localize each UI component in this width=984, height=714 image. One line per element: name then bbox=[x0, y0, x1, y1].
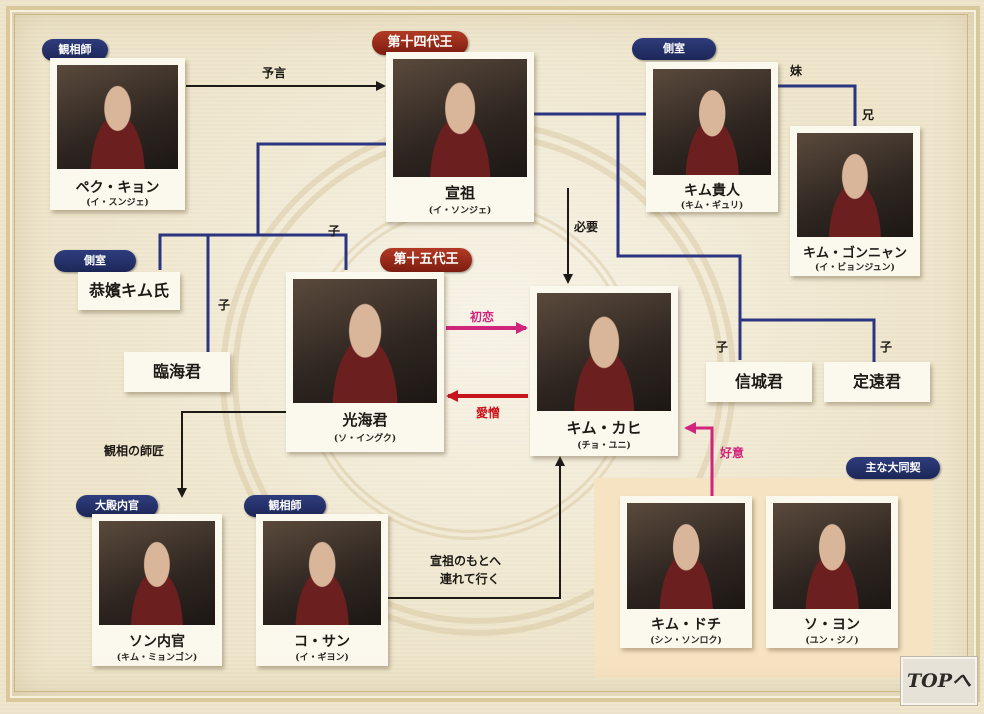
label-ko-kwanghaegun: 子 bbox=[328, 224, 341, 238]
card-kwanghaegun[interactable]: 光海君 (ソ・イングク) bbox=[286, 272, 444, 452]
character-name: コ・サン bbox=[294, 634, 350, 650]
character-name: ソ・ヨン bbox=[804, 617, 860, 633]
photo-kimkahi bbox=[537, 293, 671, 411]
arrow-koi bbox=[684, 422, 714, 498]
line-senso-children-a bbox=[256, 142, 388, 200]
photo-sonnaikan bbox=[99, 521, 215, 625]
card-kosan[interactable]: コ・サン (イ・ギヨン) bbox=[256, 514, 388, 666]
actor-name: (イ・スンジェ) bbox=[86, 198, 149, 208]
box-kyobin[interactable]: 恭嬪キム氏 bbox=[78, 272, 180, 310]
arrow-tsurete bbox=[388, 456, 565, 599]
line-kijin-teien bbox=[740, 318, 876, 362]
label-tsurete-1: 宣祖のもとへ bbox=[430, 554, 502, 568]
label-ko-rinkaikun: 子 bbox=[218, 298, 231, 312]
actor-name: (イ・ビョンジュン) bbox=[815, 263, 895, 273]
label-ani: 兄 bbox=[862, 108, 875, 122]
label-tsurete-2: 連れて行く bbox=[440, 572, 500, 586]
box-shinjokun[interactable]: 信城君 bbox=[706, 362, 812, 402]
photo-kwanghaegun bbox=[293, 279, 437, 403]
arrow-shisho bbox=[177, 411, 290, 498]
label-hitsuyo: 必要 bbox=[574, 220, 599, 234]
character-name: キム・ドチ bbox=[651, 617, 721, 633]
character-name: キム・カヒ bbox=[566, 419, 642, 437]
badge-kansoshi-1: 観相師 bbox=[42, 39, 108, 61]
card-kimkijin[interactable]: キム貴人 (キム・ギュリ) bbox=[646, 62, 778, 212]
label-kanso-no-shisho: 観相の師匠 bbox=[104, 444, 165, 458]
label-ko-shinjokun: 子 bbox=[716, 340, 729, 354]
label-ko-teienkun: 子 bbox=[880, 340, 893, 354]
character-name: キム・ゴンニャン bbox=[802, 246, 907, 261]
top-button[interactable]: TOPへ bbox=[900, 656, 978, 706]
box-rinkaikun[interactable]: 臨海君 bbox=[124, 352, 230, 392]
character-name: ソン内官 bbox=[129, 634, 185, 650]
character-name: キム貴人 bbox=[684, 183, 740, 199]
badge-14th-king: 第十四代王 bbox=[372, 31, 468, 55]
photo-kimgonnyan bbox=[797, 133, 913, 237]
card-kimdochi[interactable]: キム・ドチ (シン・ソンロク) bbox=[620, 496, 752, 648]
character-name: 光海君 bbox=[342, 411, 388, 429]
photo-soyon bbox=[773, 503, 891, 609]
label-aizo: 愛憎 bbox=[476, 406, 501, 420]
line-kijin-gonnyan bbox=[778, 84, 857, 126]
character-name: 宣祖 bbox=[444, 184, 475, 202]
label-hatsukoi: 初恋 bbox=[470, 310, 495, 324]
box-teienkun[interactable]: 定遠君 bbox=[824, 362, 930, 402]
label-imouto: 妹 bbox=[790, 64, 803, 78]
photo-senso bbox=[393, 59, 527, 177]
badge-omona-daidokei: 主な大同契 bbox=[846, 457, 940, 479]
badge-daiden-naikan: 大殿内官 bbox=[76, 495, 158, 517]
card-soyon[interactable]: ソ・ヨン (ユン・ジノ) bbox=[766, 496, 898, 648]
badge-15th-king: 第十五代王 bbox=[380, 248, 472, 272]
photo-kosan bbox=[263, 521, 381, 625]
character-name: ペク・キョン bbox=[75, 180, 160, 196]
actor-name: (シン・ソンロク) bbox=[650, 636, 722, 646]
actor-name: (ユン・ジノ) bbox=[805, 636, 859, 646]
actor-name: (チョ・ユニ) bbox=[577, 441, 631, 451]
card-kimgonnyan[interactable]: キム・ゴンニャン (イ・ビョンジュン) bbox=[790, 126, 920, 276]
label-yogen: 予言 bbox=[262, 66, 287, 80]
badge-kansoshi-2: 観相師 bbox=[244, 495, 326, 517]
photo-kimdochi bbox=[627, 503, 745, 609]
line-senso-children-b bbox=[158, 233, 348, 270]
actor-name: (キム・ギュリ) bbox=[680, 201, 744, 211]
label-koi: 好意 bbox=[720, 446, 745, 460]
badge-sokushitsu-1: 側室 bbox=[632, 38, 716, 60]
line-kijin-children bbox=[616, 114, 742, 360]
card-senso[interactable]: 宣祖 (イ・ソンジェ) bbox=[386, 52, 534, 222]
card-kimkahi[interactable]: キム・カヒ (チョ・ユニ) bbox=[530, 286, 678, 456]
card-pekkyon[interactable]: ペク・キョン (イ・スンジェ) bbox=[50, 58, 185, 210]
card-sonnaikan[interactable]: ソン内官 (キム・ミョンゴン) bbox=[92, 514, 222, 666]
photo-kimkijin bbox=[653, 69, 771, 175]
badge-sokushitsu-2: 側室 bbox=[54, 250, 136, 272]
photo-pekkyon bbox=[57, 65, 178, 169]
actor-name: (キム・ミョンゴン) bbox=[116, 653, 198, 663]
actor-name: (イ・ギヨン) bbox=[295, 653, 349, 663]
actor-name: (イ・ソンジェ) bbox=[428, 206, 492, 216]
actor-name: (ソ・イングク) bbox=[333, 434, 397, 444]
